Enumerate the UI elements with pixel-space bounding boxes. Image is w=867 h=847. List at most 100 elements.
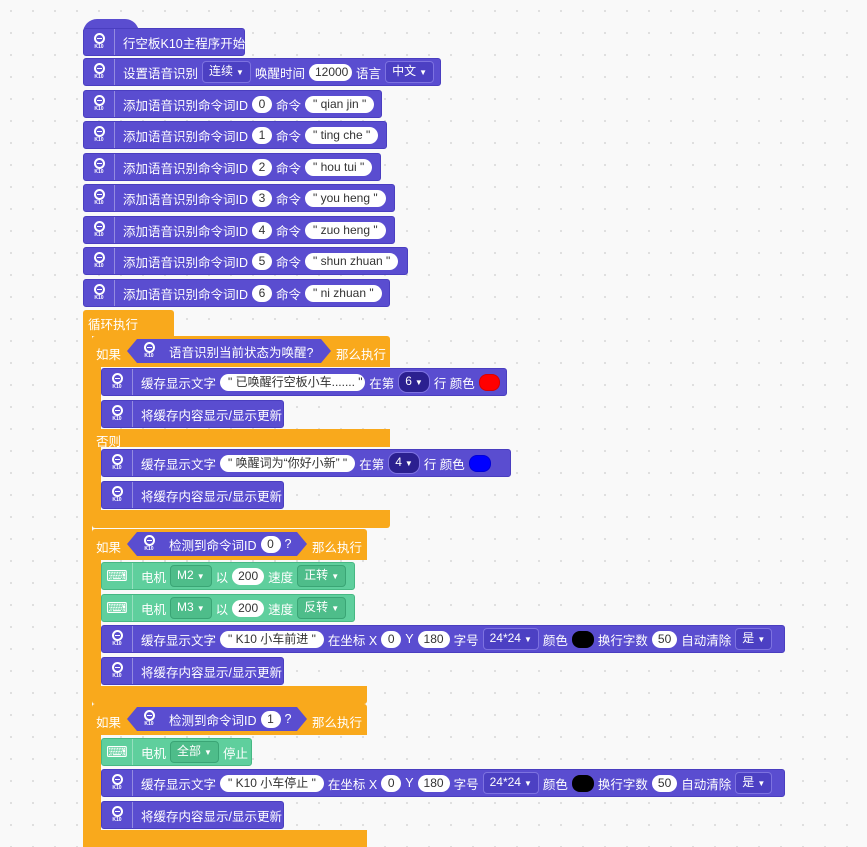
command-word-input[interactable]: " shun zhuan " (305, 252, 399, 270)
motor-dropdown[interactable]: M2▼ (170, 565, 212, 587)
motor-dropdown[interactable]: 全部▼ (170, 741, 219, 763)
display-update-block[interactable]: K10 将缓存内容显示/显示更新 (101, 481, 284, 509)
command-word-input[interactable]: " ni zhuan " (305, 284, 382, 302)
auto-clear-value: 是 (742, 775, 755, 789)
add-command-block[interactable]: K10 添加语音识别命令词ID 3 命令 " you heng " (83, 184, 395, 212)
display-text-input[interactable]: " K10 小车前进 " (220, 630, 324, 648)
command-id-input[interactable]: 2 (252, 158, 273, 176)
block-label: 添加语音识别命令词ID (123, 287, 249, 302)
display-update-block[interactable]: K10 将缓存内容显示/显示更新 (101, 801, 284, 829)
add-command-block[interactable]: K10 添加语音识别命令词ID 2 命令 " hou tui " (83, 153, 381, 181)
command-label: 命令 (276, 161, 302, 176)
row-color-label: 行 颜色 (423, 457, 465, 472)
cache-display-text-xy-block[interactable]: K10 缓存显示文字 " K10 小车前进 " 在坐标 X 0 Y 180 字号… (101, 625, 785, 653)
wrap-count-input[interactable]: 50 (651, 774, 678, 792)
auto-clear-dropdown[interactable]: 是▼ (735, 628, 773, 650)
block-label: 添加语音识别命令词ID (123, 192, 249, 207)
wrap-label: 换行字数 (597, 777, 648, 792)
mode-dropdown[interactable]: 连续▼ (202, 61, 251, 83)
command-id-input[interactable]: 6 (252, 284, 273, 302)
auto-clear-dropdown[interactable]: 是▼ (735, 772, 773, 794)
command-detected-condition[interactable]: K10 检测到命令词ID 1 ? (127, 707, 307, 731)
wrap-count-input[interactable]: 50 (651, 630, 678, 648)
x-input[interactable]: 0 (381, 774, 402, 792)
color-label: 颜色 (542, 633, 568, 648)
block-label: 设置语音识别 (123, 66, 199, 81)
command-id-input[interactable]: 1 (252, 126, 273, 144)
direction-value: 正转 (304, 568, 329, 582)
add-command-block[interactable]: K10 添加语音识别命令词ID 4 命令 " zuo heng " (83, 216, 395, 244)
command-word-input[interactable]: " ting che " (305, 126, 379, 144)
font-size-dropdown[interactable]: 24*24▼ (482, 772, 539, 794)
add-command-block[interactable]: K10 添加语音识别命令词ID 0 命令 " qian jin " (83, 90, 382, 118)
display-text-input[interactable]: " K10 小车停止 " (220, 774, 324, 792)
cache-display-text-block[interactable]: K10 缓存显示文字 " 已唤醒行空板小车....... " 在第 6▼ 行 颜… (101, 368, 507, 396)
if-bottom (92, 686, 367, 704)
direction-dropdown[interactable]: 反转▼ (297, 597, 347, 619)
command-word-input[interactable]: " zuo heng " (305, 221, 386, 239)
font-size-dropdown[interactable]: 24*24▼ (482, 628, 539, 650)
row-dropdown[interactable]: 4▼ (388, 452, 420, 474)
command-id-input[interactable]: 0 (261, 536, 281, 553)
motor-dropdown[interactable]: M3▼ (170, 597, 212, 619)
if-spine (92, 560, 101, 687)
display-text-input[interactable]: " 唤醒词为“你好小新” " (220, 454, 356, 472)
color-picker[interactable] (571, 630, 594, 648)
k10-icon: K10 (84, 122, 115, 148)
x-input[interactable]: 0 (381, 630, 402, 648)
auto-clear-label: 自动清除 (681, 633, 732, 648)
command-label: 命令 (276, 224, 302, 239)
color-picker[interactable] (478, 373, 500, 391)
motor-label: 电机 (141, 570, 167, 585)
add-command-block[interactable]: K10 添加语音识别命令词ID 6 命令 " ni zhuan " (83, 279, 390, 307)
command-id-input[interactable]: 1 (261, 711, 281, 728)
color-picker[interactable] (571, 774, 594, 792)
direction-dropdown[interactable]: 正转▼ (297, 565, 347, 587)
language-dropdown[interactable]: 中文▼ (385, 61, 434, 83)
wake-time-label: 唤醒时间 (254, 66, 305, 81)
question-mark: ? (284, 537, 292, 551)
wake-status-condition[interactable]: K10 语音识别当前状态为唤醒? (127, 339, 331, 363)
y-input[interactable]: 180 (417, 630, 450, 648)
add-command-block[interactable]: K10 添加语音识别命令词ID 1 命令 " ting che " (83, 121, 387, 149)
condition-label: 检测到命令词ID (169, 713, 257, 728)
if-label: 如果 (96, 348, 122, 362)
command-detected-condition[interactable]: K10 检测到命令词ID 0 ? (127, 532, 307, 556)
block-label: 缓存显示文字 (141, 457, 217, 472)
row-value: 4 (395, 455, 402, 469)
speed-input[interactable]: 200 (232, 567, 265, 585)
command-id-input[interactable]: 5 (252, 252, 273, 270)
color-picker[interactable] (468, 454, 491, 472)
cache-display-text-xy-block[interactable]: K10 缓存显示文字 " K10 小车停止 " 在坐标 X 0 Y 180 字号… (101, 769, 785, 797)
k10-icon: K10 (102, 369, 133, 395)
display-update-block[interactable]: K10 将缓存内容显示/显示更新 (101, 400, 284, 428)
motor-block[interactable]: ⌨ 电机 M2▼ 以 200 速度 正转▼ (101, 562, 355, 590)
add-command-block[interactable]: K10 添加语音识别命令词ID 5 命令 " shun zhuan " (83, 247, 408, 275)
command-word-input[interactable]: " hou tui " (305, 158, 373, 176)
main-start-hat-block[interactable]: K10 行空板K10主程序开始 (83, 28, 245, 56)
if-label: 如果 (96, 716, 122, 730)
wake-time-input[interactable]: 12000 (308, 63, 353, 81)
block-label: 缓存显示文字 (141, 633, 217, 648)
command-word-input[interactable]: " you heng " (305, 189, 386, 207)
speed-input[interactable]: 200 (232, 599, 265, 617)
loop-block[interactable] (83, 310, 174, 336)
if-label: 如果 (96, 541, 122, 555)
motor-block[interactable]: ⌨ 电机 M3▼ 以 200 速度 反转▼ (101, 594, 355, 622)
row-dropdown[interactable]: 6▼ (398, 371, 430, 393)
k10-icon: K10 (84, 154, 115, 180)
y-input[interactable]: 180 (417, 774, 450, 792)
voice-setup-block[interactable]: K10 设置语音识别 连续▼ 唤醒时间 12000 语言 中文▼ (83, 58, 441, 86)
command-id-input[interactable]: 3 (252, 189, 273, 207)
command-id-input[interactable]: 0 (252, 95, 273, 113)
motor-stop-block[interactable]: ⌨ 电机 全部▼ 停止 (101, 738, 252, 766)
command-label: 命令 (276, 98, 302, 113)
row-label: 在第 (369, 376, 395, 391)
display-text-input[interactable]: " 已唤醒行空板小车....... " (220, 373, 366, 391)
command-id-input[interactable]: 4 (252, 221, 273, 239)
display-update-block[interactable]: K10 将缓存内容显示/显示更新 (101, 657, 284, 685)
cache-display-text-block[interactable]: K10 缓存显示文字 " 唤醒词为“你好小新” " 在第 4▼ 行 颜色 (101, 449, 511, 477)
font-size-value: 24*24 (489, 631, 521, 645)
motor-value: M3 (177, 600, 194, 614)
command-word-input[interactable]: " qian jin " (305, 95, 375, 113)
